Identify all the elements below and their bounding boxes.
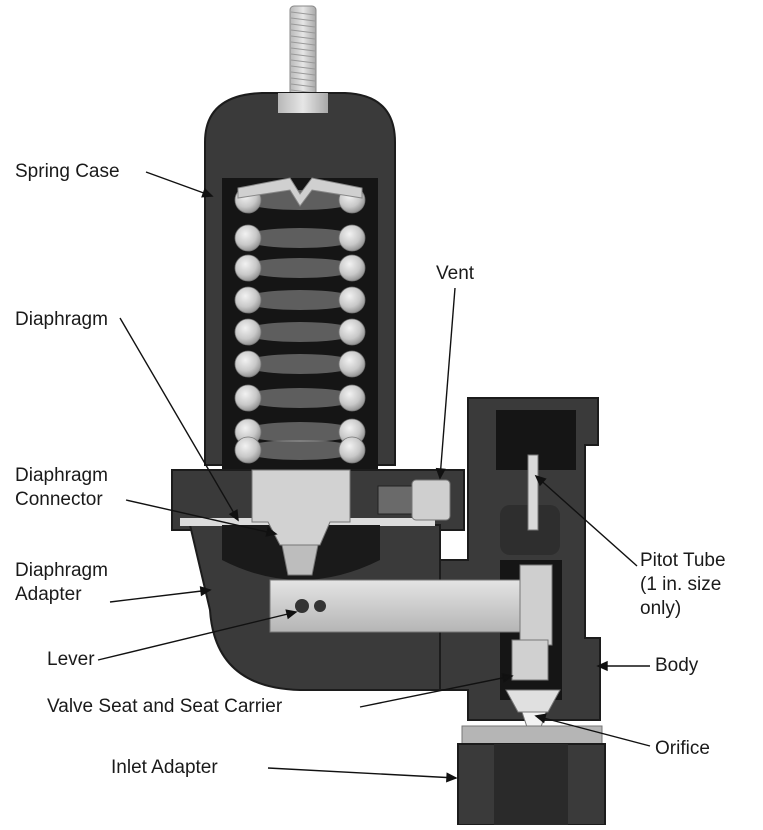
leader-diaphragm-connector xyxy=(125,499,277,535)
label-vent: Vent xyxy=(436,263,475,284)
vent-fitting xyxy=(377,479,451,521)
label-diaphragm-connector: Diaphragm Connector xyxy=(15,465,108,510)
leader-lever xyxy=(97,611,297,661)
label-lever: Lever xyxy=(47,649,95,670)
label-orifice: Orifice xyxy=(655,738,710,759)
leader-pitot-tube xyxy=(535,475,638,567)
leader-valve-seat xyxy=(359,675,513,708)
label-diaphragm-adapter: Diaphragm Adapter xyxy=(15,560,108,605)
label-body: Body xyxy=(655,655,699,676)
leader-diaphragm-adapter xyxy=(109,589,211,603)
label-pitot-tube: Pitot Tube (1 in. size only) xyxy=(640,550,726,619)
leader-inlet-adapter xyxy=(267,767,457,779)
leader-orifice xyxy=(535,715,651,747)
inlet-adapter-shape xyxy=(457,725,606,826)
label-valve-seat: Valve Seat and Seat Carrier xyxy=(47,696,283,717)
leader-vent xyxy=(439,287,456,479)
lever-shape xyxy=(269,564,553,646)
spring-case-shape xyxy=(204,92,396,470)
leader-spring-case xyxy=(145,171,213,197)
leader-lines xyxy=(97,171,651,783)
label-spring-case: Spring Case xyxy=(15,161,120,182)
label-diaphragm: Diaphragm xyxy=(15,309,108,330)
leader-diaphragm xyxy=(119,317,239,521)
label-inlet-adapter: Inlet Adapter xyxy=(111,757,218,778)
